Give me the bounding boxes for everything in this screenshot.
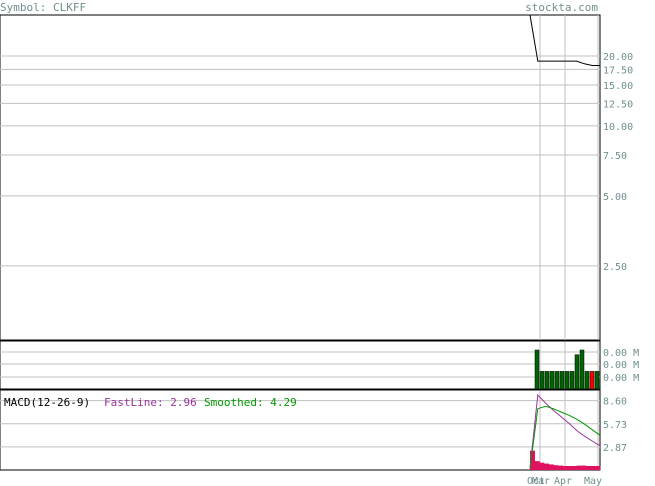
x-axis-label: Mar [532, 476, 550, 486]
macd-histogram-bar [586, 466, 591, 470]
volume-bar [569, 371, 575, 390]
macd-ytick-label: 5.73 [603, 420, 627, 431]
price-panel: 20.00 17.50 15.00 12.50 10.00 7.50 5.00 2.50 [0, 14, 633, 341]
price-ytick-label: 10.00 [603, 122, 633, 133]
macd-histogram-bar [562, 466, 568, 470]
volume-bar [584, 371, 590, 390]
volume-bar [544, 371, 550, 390]
price-ytick-label: 12.50 [603, 99, 633, 110]
macd-y-axis: 8.60 5.73 2.87 [603, 397, 627, 454]
volume-bar [539, 371, 545, 390]
macd-panel: 8.60 5.73 2.87 MACD(12-26-9) FastLine: 2.9… [0, 389, 627, 471]
price-line [529, 14, 600, 66]
macd-legend-smoothed: Smoothed: 4.29 [204, 396, 297, 409]
volume-bar [594, 371, 600, 390]
site-label: stockta.com [525, 1, 598, 14]
volume-ytick-label: 0.00 M [603, 373, 639, 384]
macd-fastline [529, 393, 601, 469]
price-panel-frame [0, 14, 601, 341]
macd-legend-fastline: FastLine: 2.96 [104, 396, 197, 409]
x-axis-label: Oct [527, 476, 545, 486]
macd-histogram-bar [539, 462, 545, 470]
macd-histogram-bar [534, 461, 540, 470]
volume-ytick-label: 0.00 M [603, 348, 639, 359]
price-ytick-label: 20.00 [603, 52, 633, 63]
macd-histogram-bar [576, 465, 582, 470]
volume-bars [534, 349, 600, 390]
volume-y-axis: 0.00 M0.00 M0.00 M [603, 348, 639, 384]
macd-histogram-bar [530, 450, 535, 470]
macd-histogram-bar [553, 465, 559, 470]
volume-panel-frame [0, 340, 601, 390]
price-ytick-label: 2.50 [603, 262, 627, 273]
volume-ytick-label: 0.00 M [603, 360, 639, 371]
x-axis-label: Apr [554, 476, 572, 486]
volume-bar [549, 371, 555, 390]
volume-bar [534, 349, 540, 390]
volume-bar [589, 371, 595, 390]
macd-grid [0, 391, 600, 470]
macd-title: MACD(12-26-9) [4, 396, 90, 409]
macd-ytick-label: 2.87 [603, 443, 627, 454]
macd-ytick-label: 8.60 [603, 397, 627, 408]
volume-panel: 0.00 M0.00 M0.00 M [0, 340, 639, 390]
price-ytick-label: 5.00 [603, 192, 627, 203]
macd-histogram-bar [572, 466, 577, 470]
volume-bar [564, 371, 570, 390]
price-ytick-label: 15.00 [603, 81, 633, 92]
price-xgrid [539, 15, 599, 340]
price-ytick-label: 17.50 [603, 65, 633, 76]
macd-histogram-bar [567, 466, 573, 470]
macd-histogram-bar [581, 465, 587, 470]
price-ytick-label: 7.50 [603, 151, 627, 162]
macd-smoothed-line [529, 405, 601, 469]
macd-histogram [530, 450, 601, 470]
volume-bar [554, 371, 560, 390]
volume-grid [0, 342, 600, 389]
macd-histogram-bar [548, 464, 554, 470]
volume-bar [574, 354, 580, 390]
volume-bar [579, 349, 585, 390]
macd-panel-frame [0, 389, 601, 471]
symbol-label: Symbol: CLKFF [0, 1, 86, 14]
volume-bar [559, 371, 565, 390]
macd-histogram-bar [595, 466, 601, 470]
macd-histogram-bar [544, 463, 549, 470]
x-axis-label: May [584, 476, 602, 486]
macd-histogram-bar [590, 466, 596, 470]
macd-histogram-bar [558, 465, 563, 470]
price-y-axis: 20.00 17.50 15.00 12.50 10.00 7.50 5.00 2.50 [603, 52, 633, 273]
price-grid [0, 55, 600, 267]
